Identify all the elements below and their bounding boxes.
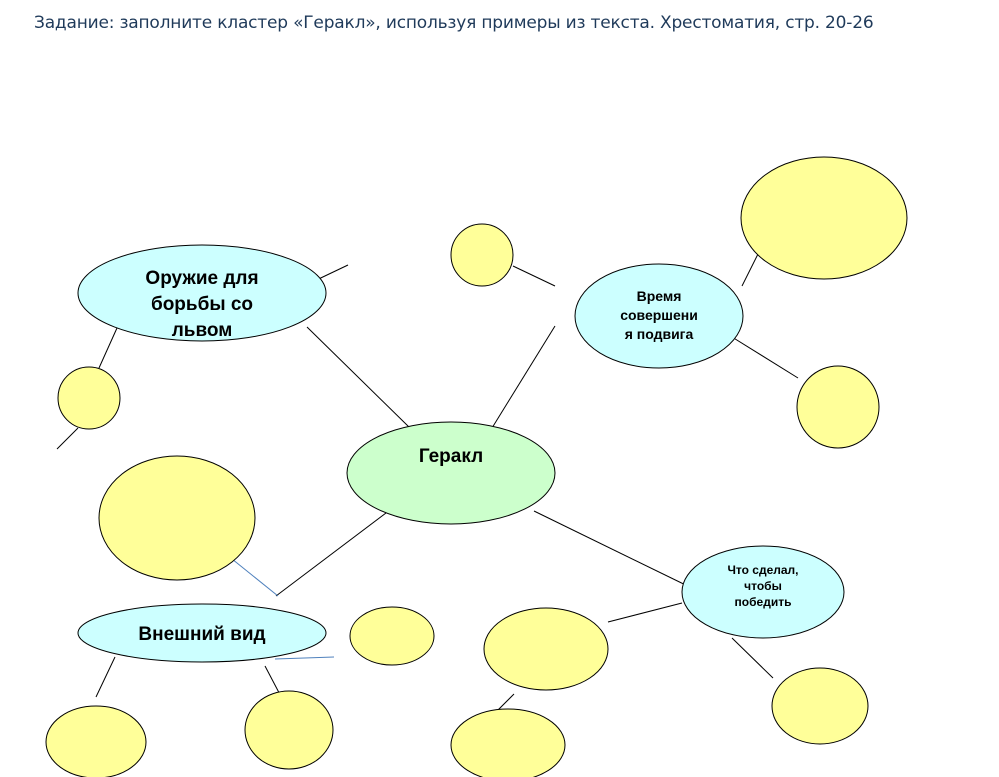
branch-weapon: Оружие для борьбы со львом xyxy=(77,244,327,342)
empty-circle-bottom-right xyxy=(771,667,869,745)
center-label: Геракл xyxy=(419,446,483,467)
connector-appearance-left xyxy=(95,656,116,698)
empty-circle-bottom-mid xyxy=(244,690,334,770)
connector-left-stub xyxy=(56,427,79,450)
connector-weapon-circle xyxy=(98,327,118,369)
connector-center-appearance xyxy=(275,509,391,597)
connector-time-small-circle xyxy=(512,265,556,287)
branch-time-ellipse xyxy=(574,263,744,369)
branch-what-did: Что сделал, чтобы победить xyxy=(681,545,845,639)
empty-circles xyxy=(45,156,908,777)
empty-circle-middle-small xyxy=(349,606,435,666)
branch-what-did-ellipse xyxy=(681,545,845,639)
center-ellipse xyxy=(346,421,556,525)
empty-circle-top-small xyxy=(450,223,514,287)
empty-circle-bottom-left xyxy=(45,705,147,777)
task-instruction: Задание: заполните кластер «Геракл», исп… xyxy=(34,13,874,33)
connector-center-weapon xyxy=(306,326,411,429)
branch-weapon-line-2: борьбы со xyxy=(151,294,253,315)
connector-time-right-circle xyxy=(731,336,799,379)
connector-center-whatdid xyxy=(533,510,701,593)
branch-time: Время совершени я подвига xyxy=(574,263,744,369)
connector-blue-appearance xyxy=(274,656,335,660)
branch-what-did-line-1: Что сделал, xyxy=(727,563,798,577)
empty-circle-bottom-lower xyxy=(450,708,566,777)
empty-circle-left-big xyxy=(98,455,256,581)
empty-circle-bottom-center xyxy=(483,607,609,691)
empty-circle-left xyxy=(57,366,121,430)
branch-weapon-line-3: львом xyxy=(172,320,233,341)
branch-appearance: Внешний вид xyxy=(77,603,327,663)
connector-center-time xyxy=(491,325,556,429)
connector-whatdid-left xyxy=(607,602,683,623)
center-node: Геракл xyxy=(346,421,556,525)
branch-what-did-line-2: чтобы xyxy=(744,579,782,593)
branch-time-line-2: совершени xyxy=(620,307,698,323)
branch-appearance-ellipse xyxy=(77,603,327,663)
branch-weapon-line-1: Оружие для xyxy=(145,268,258,289)
empty-circle-top-right xyxy=(740,156,908,280)
branch-weapon-ellipse xyxy=(77,244,327,342)
branch-time-line-3: я подвига xyxy=(625,326,694,342)
empty-circle-right xyxy=(796,365,880,449)
branch-what-did-line-3: победить xyxy=(735,595,792,609)
connector-whatdid-bottom xyxy=(731,637,774,679)
branch-time-line-1: Время xyxy=(637,288,682,304)
branch-appearance-label: Внешний вид xyxy=(138,624,265,645)
